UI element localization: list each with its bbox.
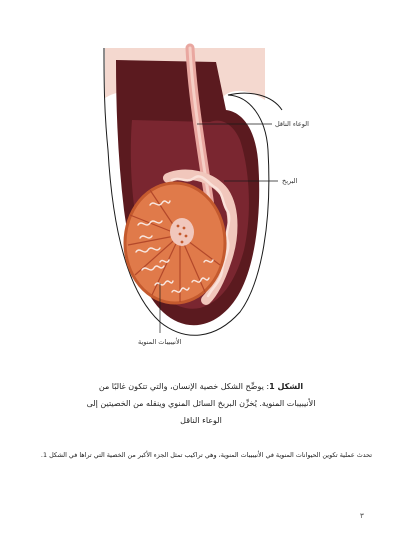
caption-line-1-text: : يوضِّح الشكل خصية الإنسان، والتي تتكون… [98, 382, 270, 391]
testis-illustration [103, 43, 283, 336]
testis-figure: الوعاء الناقل البربخ الأنيبيبات المنوية [103, 43, 309, 346]
label-seminiferous-tubules: الأنيبيبات المنوية [138, 338, 182, 346]
caption-line-2: الأنيبيبات المنوية. يُخزِّن البربخ السائ… [86, 399, 316, 408]
rete-testis [170, 218, 194, 246]
label-vas-deferens: الوعاء الناقل [275, 120, 309, 128]
scrotum-outline [103, 47, 283, 336]
seminiferous-tubules [135, 200, 214, 293]
body-paragraph: تحدث عملية تكوين الحيوانات المنوية في ال… [40, 451, 372, 459]
epididymis-coils [170, 175, 231, 298]
rete-dots [176, 224, 188, 244]
caption-line-3: الوعاء الناقل [180, 416, 222, 425]
caption-line-1: الشكل 1: يوضِّح الشكل خصية الإنسان، والت… [60, 378, 342, 395]
label-epididymis: البربخ [282, 177, 298, 185]
figure-caption: الشكل 1: يوضِّح الشكل خصية الإنسان، والت… [60, 378, 342, 429]
page-number: ٣ [360, 512, 364, 520]
caption-figure-label: الشكل 1 [269, 382, 304, 391]
